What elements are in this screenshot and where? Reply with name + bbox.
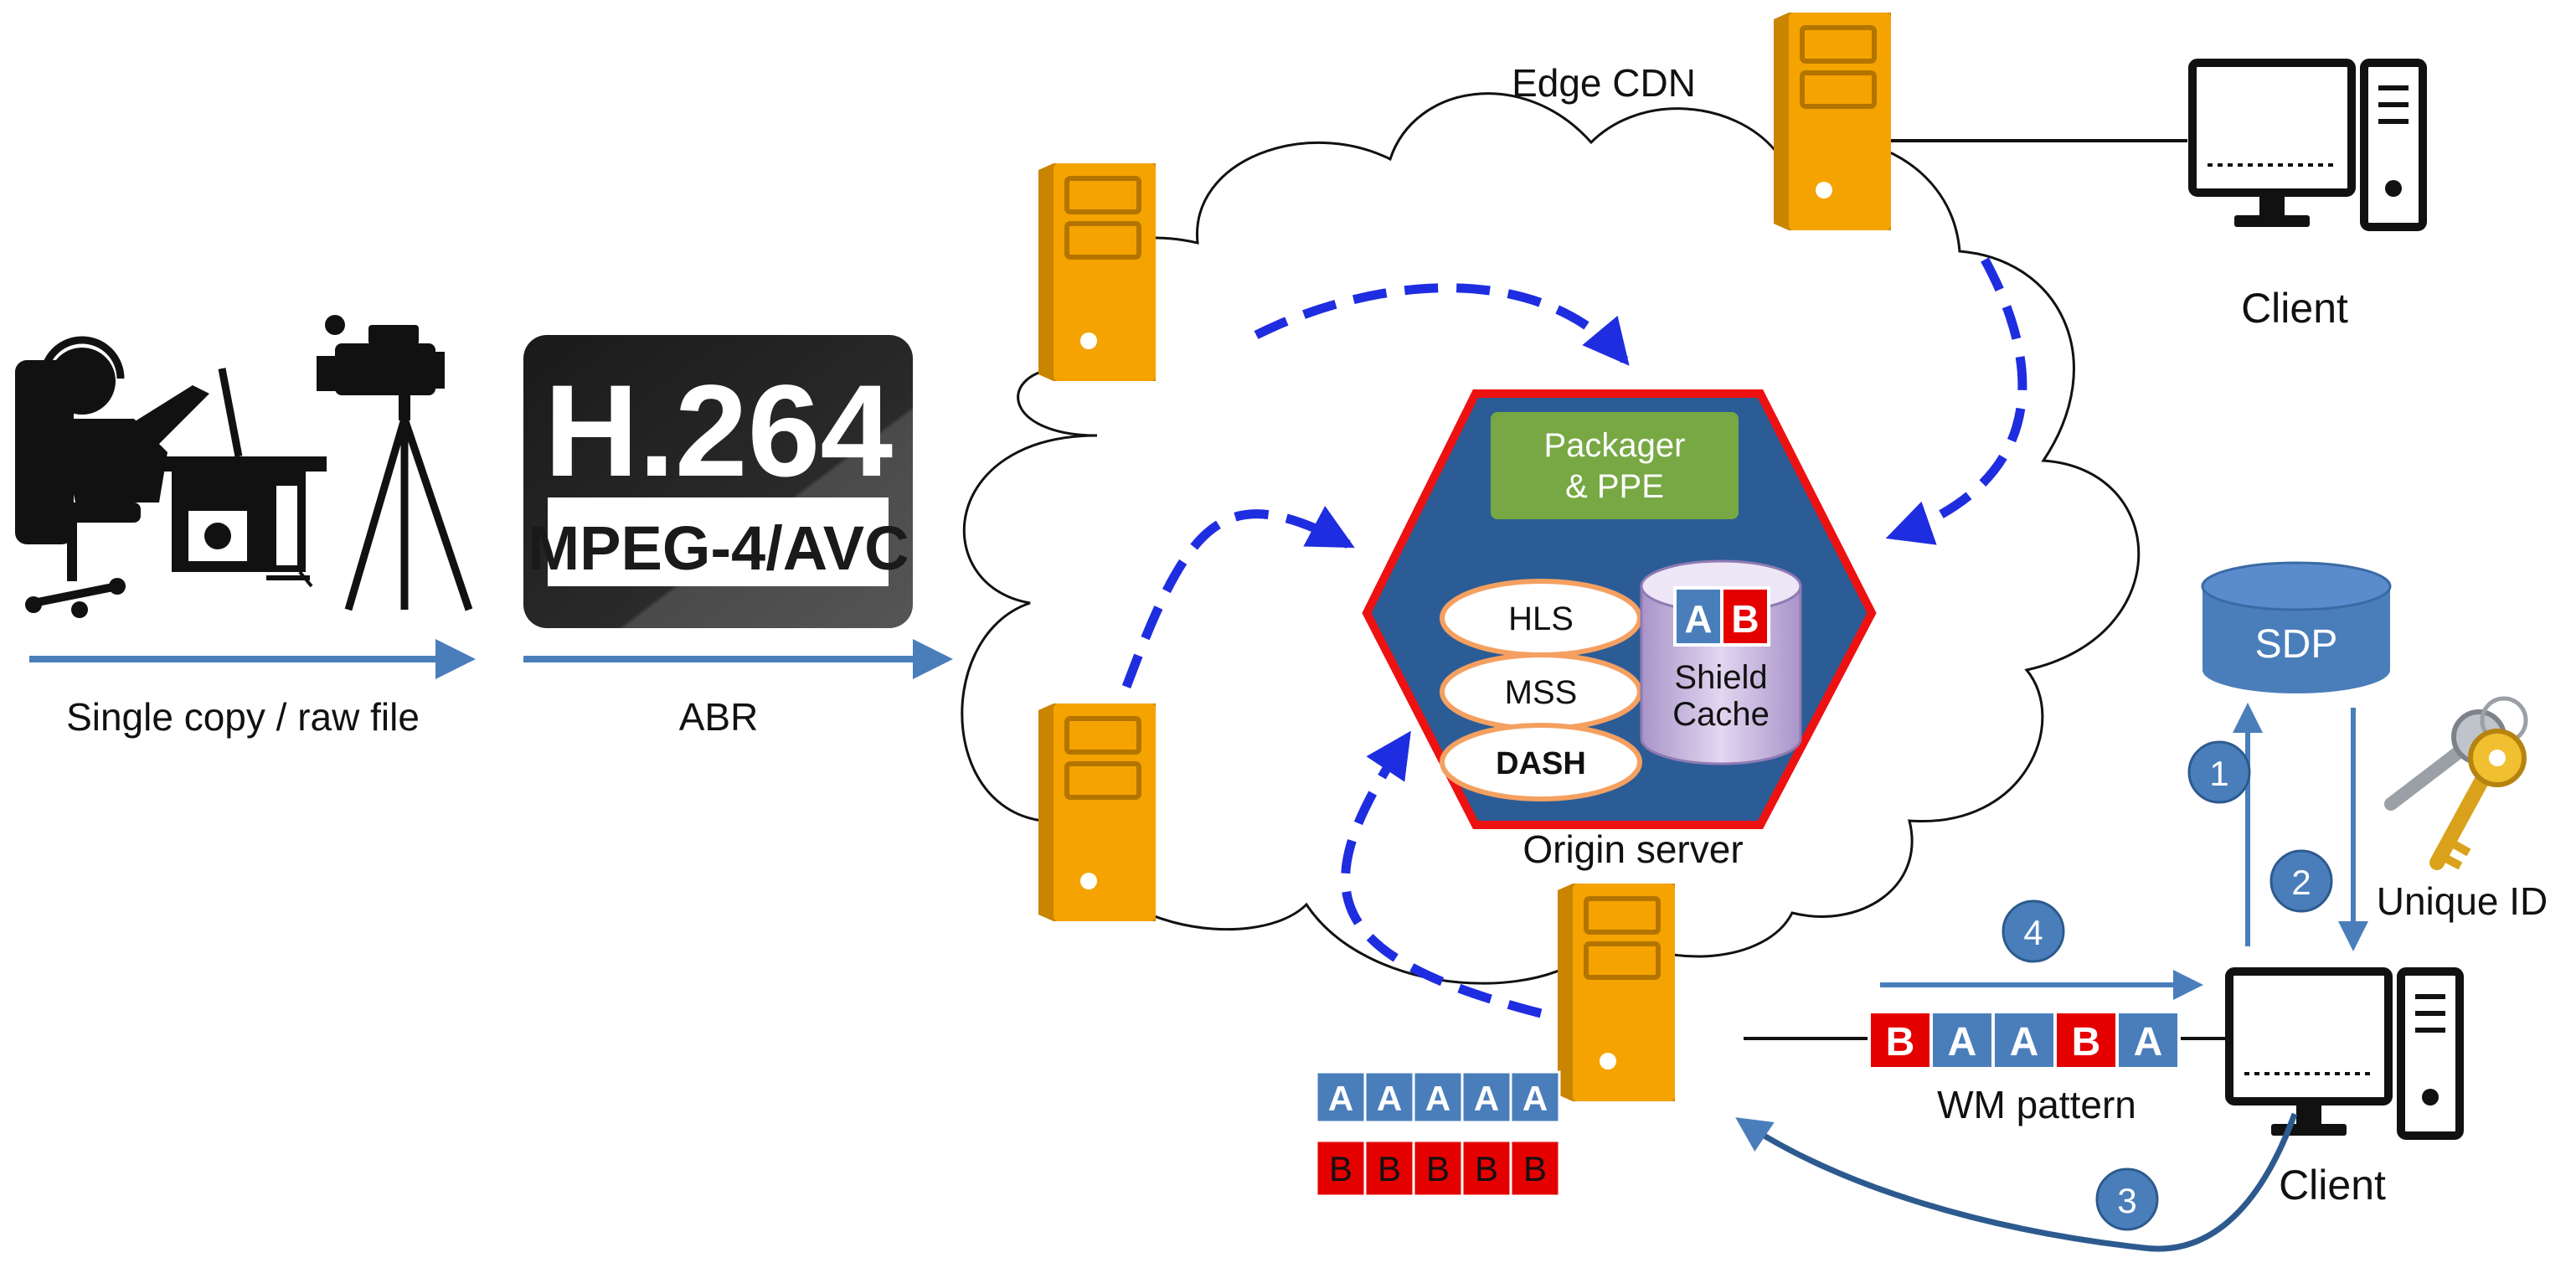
packager-label-1: Packager [1544,427,1686,464]
wm-pattern-label: WM pattern [1937,1083,2136,1126]
origin-server-hexagon: Packager & PPE HLS MSS DASH A B Shield C… [1362,389,1877,829]
step-2-label: 2 [2291,863,2311,902]
database-icon: SDP [2201,561,2392,693]
unique-id-label: Unique ID [2377,879,2548,923]
wm-cell: B [1886,1020,1915,1064]
variant-b-cell: B [1475,1149,1498,1188]
desktop-computer-icon [2192,63,2423,227]
variant-a-cell: A [1522,1079,1548,1118]
server-icon [1038,163,1156,381]
step-4-label: 4 [2023,913,2043,952]
packager-box [1487,409,1742,523]
client-bottom-label: Client [2279,1162,2386,1209]
origin-server-label: Origin server [1522,827,1743,871]
shield-variant-b: B [1731,597,1759,641]
codec-sub-label: MPEG-4/AVC [528,513,909,583]
shield-cache: A B Shield Cache [1640,559,1802,765]
dash-label: DASH [1496,746,1586,781]
video-camera-icon [317,315,473,611]
wm-pattern-strip: B A A B A [1868,1010,2181,1070]
step-4-badge [2002,899,2065,963]
variant-a-cell: A [1474,1079,1499,1118]
mss-label: MSS [1505,674,1578,711]
streamer-icon [15,336,327,618]
step-3-label: 3 [2117,1181,2136,1220]
edge2-to-origin-arrow [1885,257,2027,545]
step-3-arrow [1735,1112,2298,1252]
source-caption: Single copy / raw file [66,695,420,739]
server-icon [1774,13,1891,230]
wm-cell: A [1948,1020,1977,1064]
variant-b-cell: B [1523,1149,1547,1188]
server-icon [1558,884,1675,1101]
abr-caption: ABR [679,695,759,739]
server-icon [1038,704,1156,921]
edge-cdn-label: Edge CDN [1512,61,1696,105]
variant-b-cell: B [1378,1149,1401,1188]
key-icon [2384,696,2528,870]
desktop-computer-icon [2229,972,2460,1136]
packager-label-2: & PPE [1565,468,1664,505]
variant-a-cell: A [1328,1079,1353,1118]
hls-label: HLS [1508,600,1574,637]
cache-label: Cache [1672,696,1770,733]
shield-variant-a: A [1684,597,1712,641]
shield-label: Shield [1674,659,1767,696]
variant-grid: A A A A A B B B B B [1315,1070,1561,1198]
step-2-badge [2269,849,2333,913]
edge3-to-origin-arrow [1121,506,1355,688]
variant-b-cell: B [1426,1149,1450,1188]
codec-main-label: H.264 [544,358,893,504]
variant-a-cell: A [1377,1079,1402,1118]
step-3-badge [2095,1167,2159,1231]
client-top-label: Client [2241,285,2348,332]
wm-cell: A [2134,1020,2163,1064]
wm-cell: A [2010,1020,2039,1064]
step-1-badge [2187,740,2251,804]
edge1-to-origin-arrow [1254,283,1630,366]
variant-b-cell: B [1329,1149,1352,1188]
step-1-label: 1 [2209,754,2228,793]
wm-cell: B [2072,1020,2101,1064]
sdp-label: SDP [2255,622,2338,667]
variant-a-cell: A [1425,1079,1450,1118]
dash-pill [1440,723,1642,801]
edge4-to-origin-arrow [1341,730,1543,1018]
codec-badge: H.264 MPEG-4/AVC [523,335,913,628]
